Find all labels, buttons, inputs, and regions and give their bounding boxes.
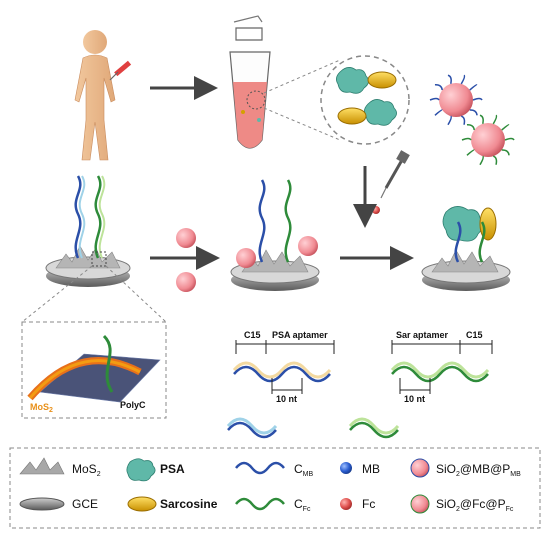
zoom-line-top — [263, 59, 341, 94]
electrode-3 — [421, 206, 511, 291]
psa-aptamer-label: PSA aptamer — [272, 330, 328, 340]
sio2-mb-probe-particle — [429, 74, 483, 126]
centrifuge-tube-icon — [229, 15, 271, 149]
spacing-label-right: 10 nt — [404, 394, 425, 404]
spacing-label-left: 10 nt — [276, 394, 297, 404]
legend-box — [9, 447, 541, 529]
c15-label-left: C15 — [244, 330, 261, 340]
c15-label-right: C15 — [466, 330, 483, 340]
sarcosine-disk-icon — [337, 71, 397, 125]
green-dna-strand-icon — [235, 497, 285, 511]
legend-sarcosine: Sarcosine — [127, 496, 218, 512]
sar-aptamer-label: Sar aptamer — [396, 330, 449, 340]
svg-text:SiO2@Fc@PFc: SiO2@Fc@PFc — [436, 497, 514, 513]
legend-sio2-fc: SiO2@Fc@PFc — [410, 494, 514, 514]
legend-cmb: CMB — [235, 461, 314, 478]
mos2-label: MoS2 — [30, 402, 53, 414]
inset-line-right — [105, 265, 167, 323]
electrode-1 — [45, 175, 131, 287]
svg-text:Fc: Fc — [362, 497, 375, 511]
legend-fc: Fc — [340, 497, 375, 511]
blue-dna-strand-icon — [235, 461, 285, 475]
svg-text:CFc: CFc — [294, 497, 311, 513]
sarcosine-disk-icon — [127, 496, 157, 512]
inset-line-left — [21, 265, 93, 323]
red-sphere-icon — [340, 498, 352, 510]
legend-gce: GCE — [19, 497, 98, 511]
sio2-mb-nanoparticle-icon — [410, 458, 430, 478]
mos2-lattice-icon — [27, 334, 161, 403]
aptamer-scheme-sar: Sar aptamer C15 10 nt — [348, 330, 493, 439]
sio2-fc-probe-particle — [461, 114, 515, 166]
electrode-2 — [230, 179, 320, 291]
psa-protein-icon — [126, 458, 156, 482]
probe-particle-a — [176, 228, 196, 292]
svg-text:MoS2: MoS2 — [72, 462, 101, 478]
svg-text:MB: MB — [362, 462, 380, 476]
pipette-icon — [372, 150, 410, 214]
electrode-disk-icon — [19, 497, 65, 511]
svg-text:CMB: CMB — [294, 462, 314, 478]
polyc-label: PolyC — [120, 400, 146, 410]
svg-text:PSA: PSA — [160, 462, 185, 476]
sio2-fc-nanoparticle-icon — [410, 494, 430, 514]
svg-text:Sarcosine: Sarcosine — [160, 497, 218, 511]
blue-sphere-icon — [340, 462, 352, 474]
legend-mb: MB — [340, 462, 380, 476]
human-body-icon — [74, 30, 116, 161]
legend-sio2-mb: SiO2@MB@PMB — [410, 458, 521, 478]
zoom-circle — [320, 55, 410, 145]
psa-protein-icon — [336, 67, 397, 126]
legend-psa: PSA — [126, 458, 185, 482]
svg-text:GCE: GCE — [72, 497, 98, 511]
svg-text:SiO2@MB@PMB: SiO2@MB@PMB — [436, 462, 521, 478]
legend-mos2: MoS2 — [19, 457, 101, 478]
legend-cfc: CFc — [235, 497, 311, 513]
zoom-line-bottom — [263, 107, 341, 141]
aptamer-scheme-psa: C15 PSA aptamer 10 nt — [226, 330, 335, 439]
syringe-icon — [109, 60, 132, 81]
mos2-flake-icon — [19, 457, 65, 475]
